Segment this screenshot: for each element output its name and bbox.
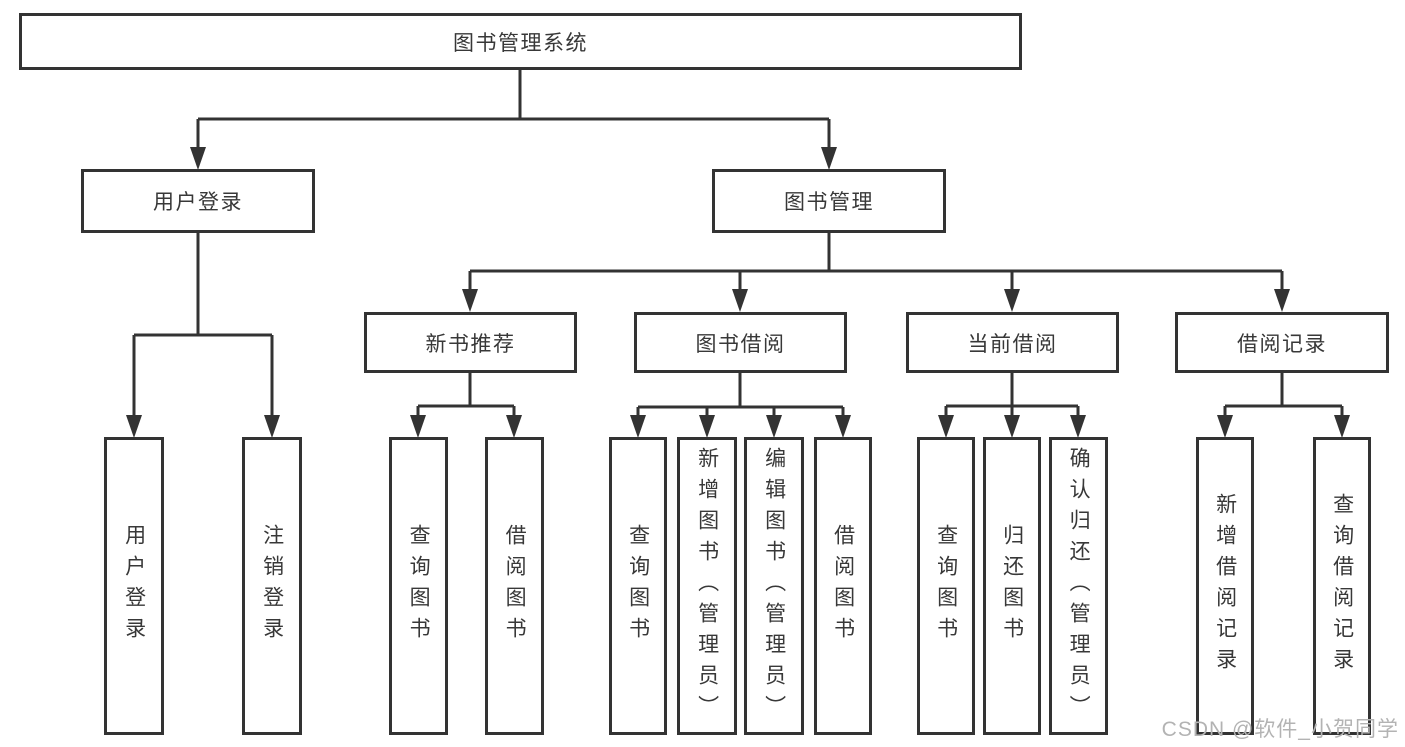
node-leaf-query-books-2: 查询图书 <box>609 437 667 735</box>
leaf-label: 查询图书 <box>407 524 431 648</box>
node-leaf-user-login: 用户登录 <box>104 437 164 735</box>
node-current-borrowing: 当前借阅 <box>906 312 1119 373</box>
node-new-book-recommend: 新书推荐 <box>364 312 577 373</box>
connector-currentborrow-to-leaves <box>944 373 1080 418</box>
node-borrow-records: 借阅记录 <box>1175 312 1389 373</box>
connector-userlogin-to-leaves <box>132 233 274 418</box>
leaf-label: 用户登录 <box>122 524 146 648</box>
leaf-label: 编辑图书（管理员） <box>762 446 786 726</box>
leaf-label: 确认归还（管理员） <box>1067 446 1091 726</box>
node-book-management: 图书管理 <box>712 169 946 233</box>
leaf-label: 查询图书 <box>934 524 958 648</box>
node-user-login: 用户登录 <box>81 169 315 233</box>
arrowheads <box>126 147 1350 438</box>
leaf-label: 查询图书 <box>626 524 650 648</box>
node-book-borrowing: 图书借阅 <box>634 312 847 373</box>
connector-bookborrow-to-leaves <box>636 373 845 418</box>
leaf-label: 归还图书 <box>1000 524 1024 648</box>
node-leaf-borrow-books-2: 借阅图书 <box>814 437 872 735</box>
node-leaf-query-books-3: 查询图书 <box>917 437 975 735</box>
connector-root-to-level2 <box>196 70 831 150</box>
leaf-label: 借阅图书 <box>503 524 527 648</box>
node-leaf-edit-books-admin: 编辑图书（管理员） <box>744 437 804 735</box>
watermark: CSDN @软件_小贺同学 <box>1161 718 1399 741</box>
node-leaf-query-borrow-record: 查询借阅记录 <box>1313 437 1371 735</box>
node-leaf-borrow-books-1: 借阅图书 <box>485 437 544 735</box>
node-leaf-add-books-admin: 新增图书（管理员） <box>677 437 737 735</box>
leaf-label: 新增借阅记录 <box>1213 493 1237 679</box>
node-leaf-add-borrow-record: 新增借阅记录 <box>1196 437 1254 735</box>
node-leaf-confirm-return-admin: 确认归还（管理员） <box>1049 437 1108 735</box>
node-leaf-query-books-1: 查询图书 <box>389 437 448 735</box>
leaf-label: 借阅图书 <box>831 524 855 648</box>
connector-bookmgmt-to-level3 <box>468 233 1284 292</box>
leaf-label: 查询借阅记录 <box>1330 493 1354 679</box>
node-leaf-logout: 注销登录 <box>242 437 302 735</box>
leaf-label: 注销登录 <box>260 524 284 648</box>
leaf-label: 新增图书（管理员） <box>695 446 719 726</box>
node-leaf-return-books: 归还图书 <box>983 437 1041 735</box>
node-library-system: 图书管理系统 <box>19 13 1022 70</box>
connector-newbookrec-to-leaves <box>416 373 516 418</box>
connector-borrowrecords-to-leaves <box>1223 373 1344 418</box>
